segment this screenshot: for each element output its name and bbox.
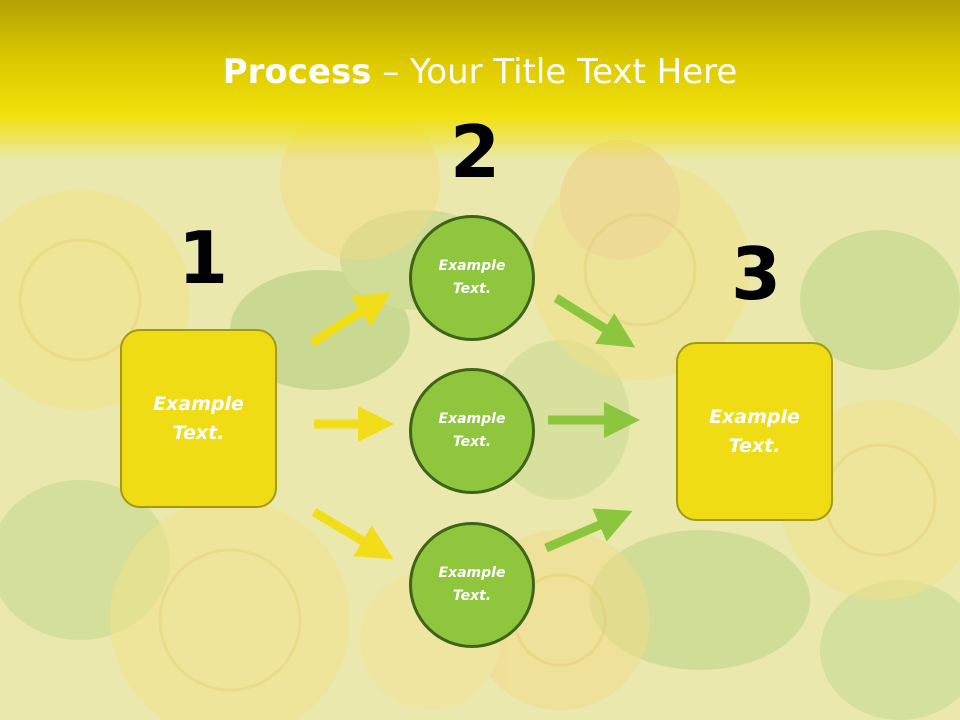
slide-title: Process – Your Title Text Here [0, 52, 960, 92]
arrow-bottom-to-3 [544, 508, 633, 553]
step-2-circle-middle[interactable]: Example Text. [409, 368, 535, 494]
arrow-1-to-top [309, 292, 392, 347]
arrow-top-to-3 [553, 294, 636, 348]
title-rest: – Your Title Text Here [371, 52, 738, 92]
step-number-2: 2 [450, 110, 501, 194]
circle-middle-text: Example Text. [438, 411, 506, 450]
step-number-1: 1 [178, 216, 229, 300]
step-1-box-text: Example Text. [153, 392, 244, 444]
title-bold: Process [222, 52, 372, 92]
step-3-box[interactable]: Example Text. [676, 342, 833, 521]
step-2-circle-bottom[interactable]: Example Text. [409, 522, 535, 648]
title-band [0, 0, 960, 160]
step-number-3: 3 [731, 232, 782, 316]
step-1-box[interactable]: Example Text. [120, 329, 277, 508]
step-3-box-text: Example Text. [709, 405, 800, 457]
circle-top-text: Example Text. [438, 258, 506, 297]
circle-bottom-text: Example Text. [438, 565, 506, 604]
arrow-1-to-bottom [311, 508, 394, 560]
step-2-circle-top[interactable]: Example Text. [409, 215, 535, 341]
